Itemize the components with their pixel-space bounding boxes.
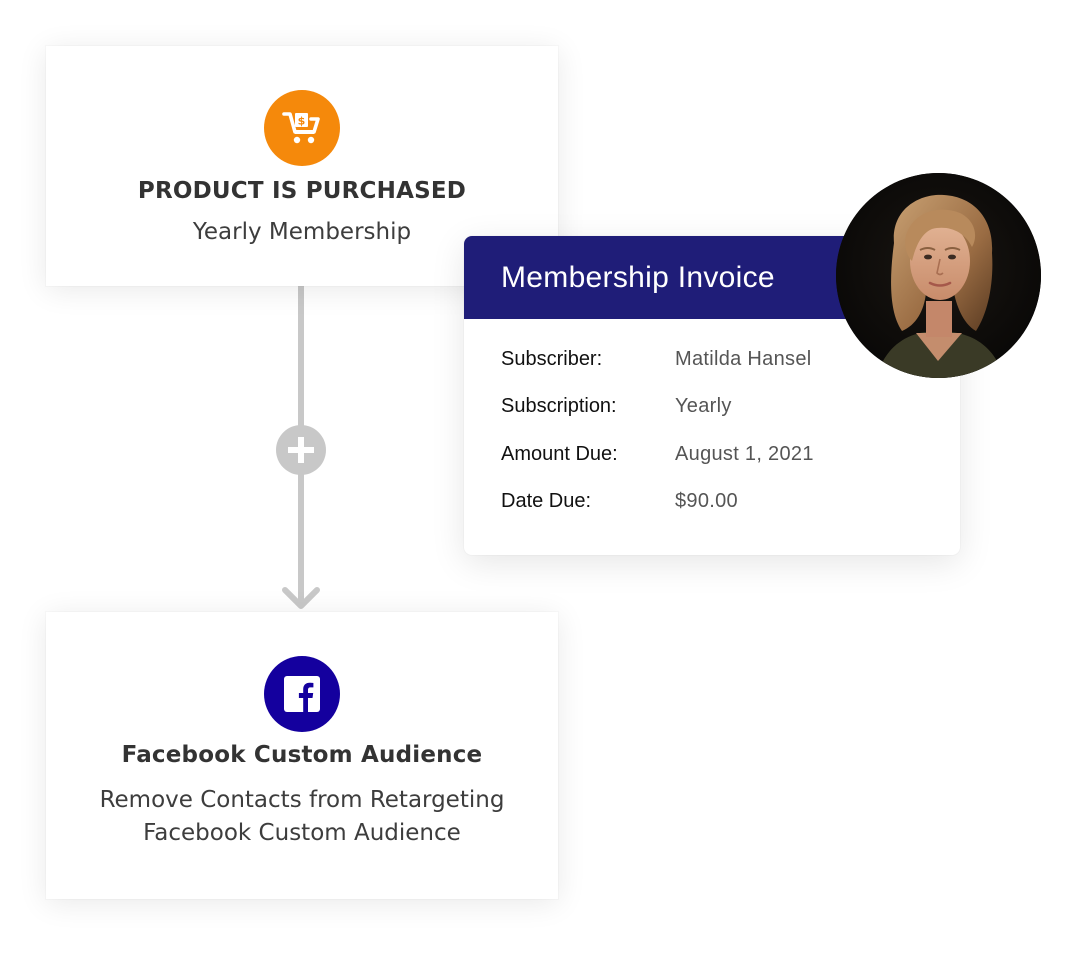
invoice-value: August 1, 2021 <box>675 443 814 465</box>
shopping-cart-dollar-icon: $ <box>282 112 320 144</box>
trigger-card[interactable]: $ PRODUCT IS PURCHASED Yearly Membership <box>46 46 558 286</box>
avatar <box>836 173 1041 378</box>
invoice-label: Date Due: <box>501 490 592 512</box>
invoice-row-subscription: Subscription: Yearly <box>501 395 941 423</box>
invoice-title: Membership Invoice <box>501 261 775 294</box>
trigger-icon-badge: $ <box>264 90 340 166</box>
svg-text:$: $ <box>298 115 306 128</box>
action-subtitle-line-2: Facebook Custom Audience <box>143 820 461 846</box>
action-subtitle: Remove Contacts from Retargeting Faceboo… <box>76 784 528 850</box>
invoice-row-amount-due: Amount Due: August 1, 2021 <box>501 443 941 471</box>
action-title: Facebook Custom Audience <box>121 742 483 768</box>
facebook-icon <box>284 676 320 712</box>
invoice-card: Membership Invoice Subscriber: Matilda H… <box>464 236 960 555</box>
invoice-value: Matilda Hansel <box>675 348 812 370</box>
action-card[interactable]: Facebook Custom Audience Remove Contacts… <box>46 612 558 899</box>
invoice-label: Amount Due: <box>501 443 618 465</box>
invoice-label: Subscriber: <box>501 348 603 370</box>
profile-photo <box>836 173 1041 378</box>
invoice-value: Yearly <box>675 395 732 417</box>
invoice-row-date-due: Date Due: $90.00 <box>501 490 941 518</box>
invoice-row-subscriber: Subscriber: Matilda Hansel <box>501 348 941 376</box>
action-subtitle-line-1: Remove Contacts from Retargeting <box>99 787 505 813</box>
arrow-down-icon <box>282 587 320 609</box>
add-step-button[interactable] <box>276 425 326 475</box>
invoice-value: $90.00 <box>675 490 738 512</box>
action-icon-badge <box>264 656 340 732</box>
invoice-label: Subscription: <box>501 395 617 417</box>
trigger-subtitle: Yearly Membership <box>192 219 412 245</box>
trigger-title: PRODUCT IS PURCHASED <box>137 178 467 204</box>
